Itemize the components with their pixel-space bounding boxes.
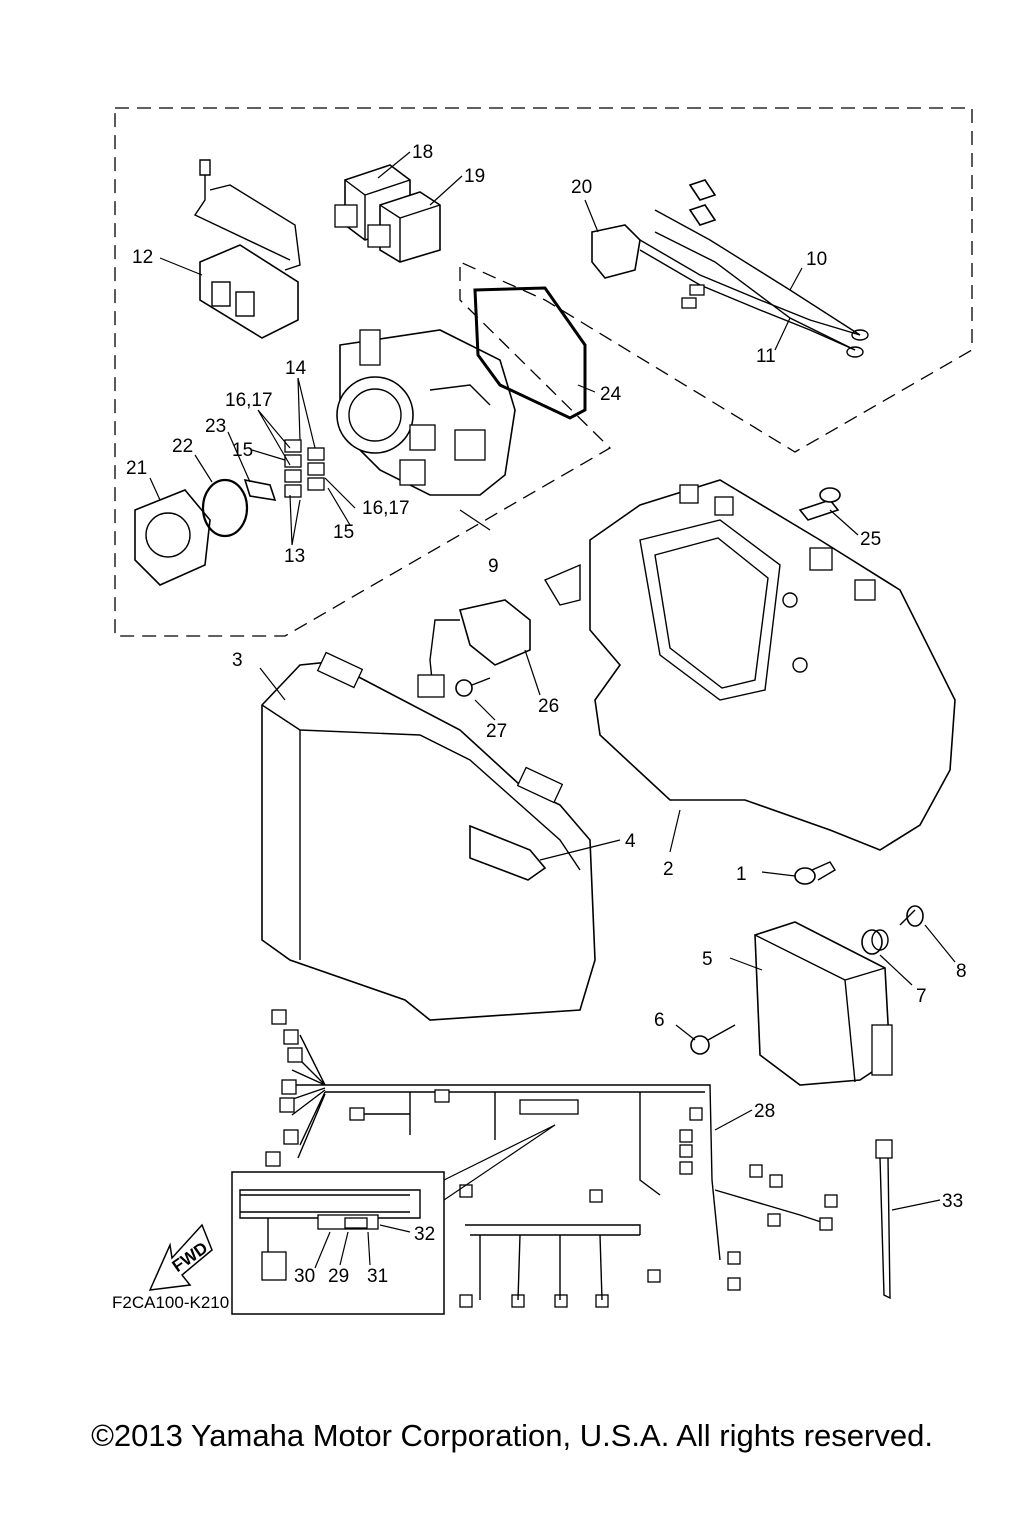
- cable-part-10-11: [639, 179, 869, 358]
- callout-19: 19: [464, 166, 485, 187]
- callout-13: 13: [284, 546, 305, 567]
- callout-12: 12: [132, 247, 153, 268]
- callout-27: 27: [486, 721, 507, 742]
- callout-4: 4: [625, 831, 636, 852]
- callout-2: 2: [663, 859, 674, 880]
- callout-22: 22: [172, 436, 193, 457]
- grommet-part-7: [861, 929, 889, 955]
- sensor-part-20: [591, 224, 641, 279]
- collar-part-8: [899, 905, 924, 927]
- callout-29: 29: [328, 1266, 349, 1287]
- group-outline-upper: [114, 107, 973, 637]
- callout-1: 1: [736, 864, 747, 885]
- callout-3: 3: [232, 650, 243, 671]
- callout-labels: 1 2 3 4 5 6 7 8 9 10 11 12 13 14 15 15 1…: [126, 142, 967, 1287]
- clip-part-23: [243, 478, 277, 501]
- callout-32: 32: [414, 1224, 435, 1245]
- callout-33: 33: [942, 1191, 963, 1212]
- relay-part-19: [367, 191, 441, 263]
- callout-6: 6: [654, 1010, 665, 1031]
- callout-11: 11: [756, 346, 776, 367]
- callout-25: 25: [860, 529, 881, 550]
- callout-16-17b: 16,17: [362, 498, 410, 519]
- callout-14: 14: [285, 358, 307, 379]
- part-code-label: F2CA100-K210: [112, 1293, 229, 1312]
- callout-30: 30: [294, 1266, 315, 1287]
- callout-26: 26: [538, 696, 559, 717]
- callout-5: 5: [702, 949, 713, 970]
- callout-20: 20: [571, 177, 592, 198]
- cover-part-12: [193, 159, 301, 339]
- gasket-part-24: [473, 286, 587, 420]
- bolt-part-6: [690, 1024, 736, 1055]
- bolt-part-25: [798, 487, 841, 521]
- callout-31: 31: [367, 1266, 388, 1287]
- throttle-body-part-9: [336, 329, 516, 496]
- wire-harness-part-28: [265, 1009, 838, 1308]
- detail-inset: [231, 1124, 556, 1315]
- box-part-2: [543, 479, 956, 851]
- cover-part-3: [261, 651, 596, 1021]
- callout-15b: 15: [333, 522, 354, 543]
- bolt-part-1: [794, 861, 836, 885]
- callout-16-17a: 16,17: [225, 390, 273, 411]
- callout-28: 28: [754, 1101, 775, 1122]
- callout-23: 23: [205, 416, 226, 437]
- cap-part-21: [134, 489, 211, 586]
- callout-10: 10: [806, 249, 827, 270]
- ecu-part-5: [754, 921, 893, 1086]
- callout-21: 21: [126, 458, 147, 479]
- label-part-4: [469, 824, 547, 881]
- callout-24: 24: [600, 384, 622, 405]
- screw-part-27: [455, 677, 491, 697]
- callout-18: 18: [412, 142, 433, 163]
- callout-15a: 15: [232, 440, 253, 461]
- callout-7: 7: [916, 986, 927, 1007]
- fwd-arrow-icon: FWD: [148, 1223, 213, 1291]
- connector-block-parts-13-17: [284, 439, 325, 498]
- callout-8: 8: [956, 961, 967, 982]
- copyright-notice: ©2013 Yamaha Motor Corporation, U.S.A. A…: [91, 1418, 933, 1453]
- cable-tie-part-33: [875, 1139, 893, 1300]
- sensor-part-26: [417, 599, 531, 698]
- callout-9: 9: [488, 556, 499, 577]
- oring-part-22: [201, 478, 249, 538]
- leader-lines: [149, 151, 956, 1269]
